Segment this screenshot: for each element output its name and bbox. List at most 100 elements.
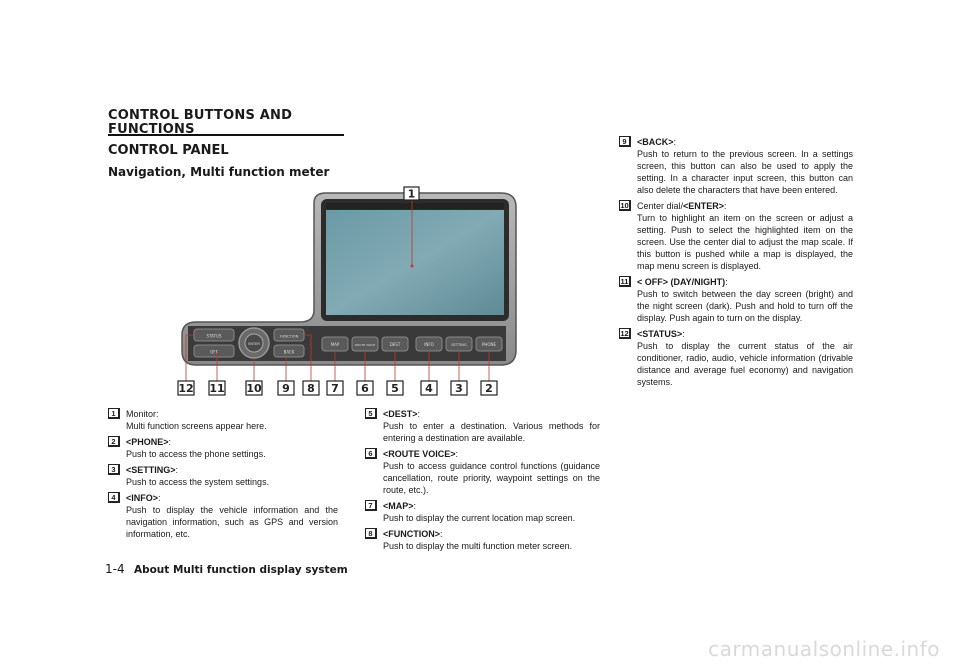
item-number: 2 xyxy=(108,436,120,447)
item-number: 3 xyxy=(108,464,120,475)
item-heading: < OFF> (DAY/NIGHT): xyxy=(637,277,728,287)
list-item: 2 <PHONE>: Push to access the phone sett… xyxy=(108,436,338,460)
callout-9 xyxy=(277,380,295,396)
item-description: Push to display the vehicle information … xyxy=(126,505,338,539)
section-title: CONTROL BUTTONS AND FUNCTIONS xyxy=(108,108,293,137)
svg-text:5: 5 xyxy=(391,382,399,395)
back-button[interactable] xyxy=(273,344,305,358)
list-item: 3 <SETTING>: Push to access the system s… xyxy=(108,464,338,488)
item-description: Push to access the system settings. xyxy=(126,477,270,487)
item-description: Push to display the current location map… xyxy=(383,513,576,523)
svg-text:1: 1 xyxy=(408,188,416,201)
item-number: 10 xyxy=(619,200,631,211)
control-panel-figure: STATUS OFF ENTER BACK FUNCTION MAP ROUTE… xyxy=(176,185,526,400)
item-description: Push to switch between the day screen (b… xyxy=(637,289,853,323)
info-button-label: INFO xyxy=(424,342,434,347)
item-description: Push to access guidance control function… xyxy=(383,461,600,495)
item-number: 7 xyxy=(365,500,377,511)
callout-labels: 1 12 11 10 9 8 7 6 5 4 3 2 xyxy=(177,186,498,396)
enter-button-label: ENTER xyxy=(248,342,260,346)
subsection-title: CONTROL PANEL xyxy=(108,143,229,158)
item-description: Multi function screens appear here. xyxy=(126,421,267,431)
svg-text:9: 9 xyxy=(282,382,290,395)
callout-12 xyxy=(177,380,195,396)
callout-7 xyxy=(326,380,344,396)
item-description: Push to access the phone settings. xyxy=(126,449,266,459)
section-divider xyxy=(108,134,344,136)
item-number: 5 xyxy=(365,408,377,419)
item-number: 4 xyxy=(108,492,120,503)
list-item: 4 <INFO>: Push to display the vehicle in… xyxy=(108,492,338,540)
item-heading: Monitor: xyxy=(126,409,159,419)
column-2: 5 <DEST>: Push to enter a destination. V… xyxy=(365,408,600,556)
monitor-screen xyxy=(326,210,504,315)
callout-6 xyxy=(356,380,374,396)
list-item: 8 <FUNCTION>: Push to display the multi … xyxy=(365,528,600,552)
item-heading: <BACK>: xyxy=(637,137,677,147)
footer-title: About Multi function display system xyxy=(133,564,348,576)
page-number: 1-4 xyxy=(105,562,125,576)
list-item: 6 <ROUTE VOICE>: Push to access guidance… xyxy=(365,448,600,496)
item-number: 6 xyxy=(365,448,377,459)
item-heading: <MAP>: xyxy=(383,501,417,511)
list-item: 5 <DEST>: Push to enter a destination. V… xyxy=(365,408,600,444)
page-footer: 1-4 About Multi function display system xyxy=(105,562,348,576)
figure-heading: Navigation, Multi function meter xyxy=(108,165,330,179)
list-item: 7 <MAP>: Push to display the current loc… xyxy=(365,500,600,524)
callout-5 xyxy=(386,380,404,396)
item-description: Push to return to the previous screen. I… xyxy=(637,149,853,195)
item-heading: <DEST>: xyxy=(383,409,421,419)
back-button-label: BACK xyxy=(284,350,295,355)
phone-button-label: PHONE xyxy=(482,342,497,347)
callout-4 xyxy=(420,380,438,396)
svg-text:8: 8 xyxy=(307,382,315,395)
item-description: Turn to highlight an item on the screen … xyxy=(637,213,853,271)
svg-text:12: 12 xyxy=(178,382,193,395)
item-description: Push to display the multi function meter… xyxy=(383,541,573,551)
item-heading: <INFO>: xyxy=(126,493,161,503)
map-button-label: MAP xyxy=(331,342,340,347)
item-number: 11 xyxy=(619,276,631,287)
watermark: carmanualsonline.info xyxy=(708,637,940,661)
svg-text:4: 4 xyxy=(425,382,433,395)
svg-text:10: 10 xyxy=(246,382,262,395)
svg-text:2: 2 xyxy=(485,382,493,395)
list-item: 11 < OFF> (DAY/NIGHT): Push to switch be… xyxy=(619,276,853,324)
item-heading: Center dial/<ENTER>: xyxy=(637,201,727,211)
item-heading: <SETTING>: xyxy=(126,465,179,475)
callout-2 xyxy=(480,380,498,396)
callout-11 xyxy=(208,380,226,396)
list-item: 10 Center dial/<ENTER>: Turn to highligh… xyxy=(619,200,853,272)
item-number: 9 xyxy=(619,136,631,147)
item-heading: <PHONE>: xyxy=(126,437,172,447)
item-number: 8 xyxy=(365,528,377,539)
item-number: 12 xyxy=(619,328,631,339)
list-item: 9 <BACK>: Push to return to the previous… xyxy=(619,136,853,196)
item-description: Push to display the current status of th… xyxy=(637,341,853,387)
svg-text:7: 7 xyxy=(331,382,339,395)
leader-lines xyxy=(185,197,490,383)
function-button-label: FUNCTION xyxy=(280,335,299,339)
item-heading: <FUNCTION>: xyxy=(383,529,443,539)
item-number: 1 xyxy=(108,408,120,419)
setting-button-label: SETTING xyxy=(451,343,467,347)
svg-text:6: 6 xyxy=(361,382,369,395)
item-description: Push to enter a destination. Various met… xyxy=(383,421,600,443)
callout-8 xyxy=(302,380,320,396)
column-1: 1 Monitor: Multi function screens appear… xyxy=(108,408,338,544)
callout-3 xyxy=(450,380,468,396)
item-heading: <ROUTE VOICE>: xyxy=(383,449,459,459)
list-item: 12 <STATUS>: Push to display the current… xyxy=(619,328,853,388)
day-night-button[interactable] xyxy=(193,344,235,358)
svg-text:11: 11 xyxy=(209,382,224,395)
svg-text:3: 3 xyxy=(455,382,463,395)
status-button-label: STATUS xyxy=(206,334,221,339)
callout-1 xyxy=(403,186,420,201)
item-heading: <STATUS>: xyxy=(637,329,685,339)
day-night-button-label: OFF xyxy=(210,350,218,355)
control-panel-illustration: STATUS OFF ENTER BACK FUNCTION MAP ROUTE… xyxy=(177,186,517,396)
dest-button-label: DEST xyxy=(390,342,401,347)
column-3: 9 <BACK>: Push to return to the previous… xyxy=(619,136,853,392)
list-item: 1 Monitor: Multi function screens appear… xyxy=(108,408,338,432)
route-voice-button-label: ROUTE VOICE xyxy=(355,343,376,347)
